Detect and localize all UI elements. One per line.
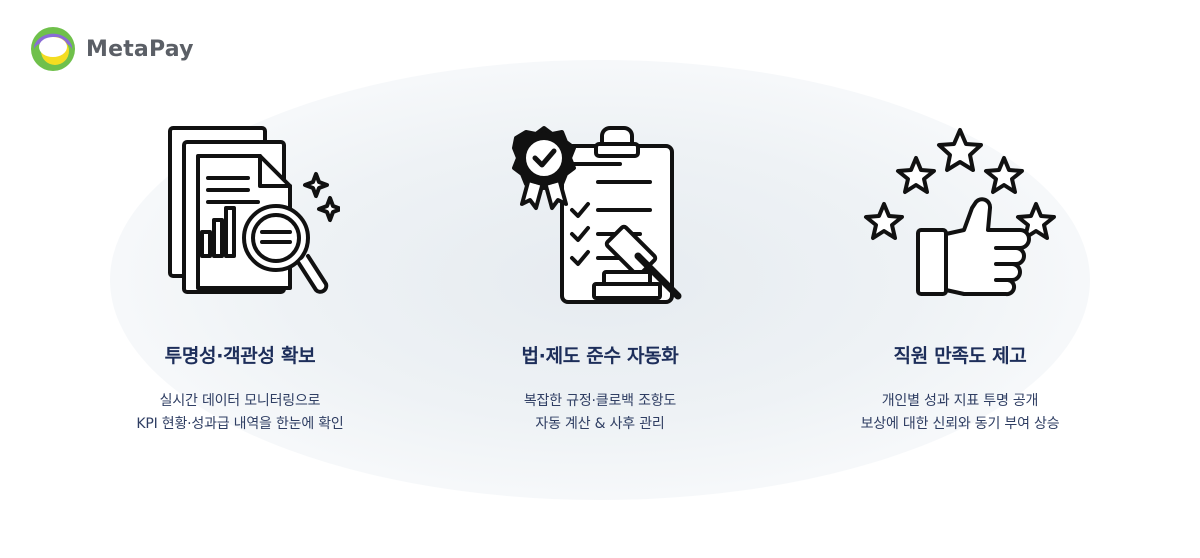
feature-description: 실시간 데이터 모니터링으로 KPI 현황·성과급 내역을 한눈에 확인 [60,390,420,436]
feature-description: 복잡한 규정·클로백 조항도 자동 계산 & 사후 관리 [420,390,780,436]
feature-description: 개인별 성과 지표 투명 공개 보상에 대한 신뢰와 동기 부여 상승 [780,390,1140,436]
metapay-logo-icon [31,27,75,71]
clipboard-checklist-gavel-icon [512,126,682,304]
thumbs-up-stars-icon [864,128,1056,297]
brand-header[interactable]: MetaPay [30,26,194,72]
feature-desc-line: 보상에 대한 신뢰와 동기 부여 상승 [860,416,1060,432]
feature-desc-line: KPI 현황·성과급 내역을 한눈에 확인 [136,416,344,432]
document-magnifier-chart-icon [168,126,340,294]
brand-name: MetaPay [86,36,194,62]
feature-card-compliance: 법·제도 준수 자동화 복잡한 규정·클로백 조항도 자동 계산 & 사후 관리 [420,120,780,436]
feature-desc-line: 개인별 성과 지표 투명 공개 [881,393,1039,409]
feature-desc-line: 실시간 데이터 모니터링으로 [159,393,321,409]
feature-title: 직원 만족도 제고 [893,345,1027,367]
feature-card-satisfaction: 직원 만족도 제고 개인별 성과 지표 투명 공개 보상에 대한 신뢰와 동기 … [780,120,1140,436]
feature-desc-line: 자동 계산 & 사후 관리 [535,416,665,432]
feature-desc-line: 복잡한 규정·클로백 조항도 [523,393,677,409]
feature-title: 투명성·객관성 확보 [164,345,316,367]
feature-title: 법·제도 준수 자동화 [521,345,679,367]
feature-card-transparency: 투명성·객관성 확보 실시간 데이터 모니터링으로 KPI 현황·성과급 내역을… [60,120,420,436]
